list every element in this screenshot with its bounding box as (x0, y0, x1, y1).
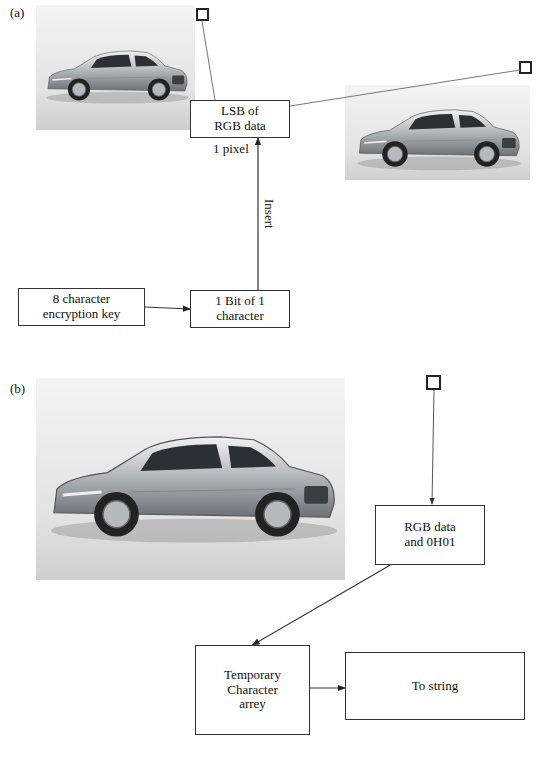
edge-label: Insert (261, 198, 276, 230)
box-text: RGB data and 0H01 (400, 520, 460, 550)
process-box: 8 character encryption key (18, 288, 145, 326)
leader-line (290, 70, 520, 106)
pixel-square (427, 376, 440, 389)
process-box: To string (345, 652, 525, 720)
leader-line (432, 390, 434, 504)
photo-ground (345, 85, 530, 180)
pixel-square (520, 62, 531, 73)
box-text: 1 Bit of 1 character (198, 294, 282, 324)
box-text: LSB of RGB data (210, 104, 270, 134)
panel-label: (b) (10, 382, 25, 397)
process-box: Temporary Character arrey (195, 645, 310, 735)
pixel-label: 1 pixel (213, 142, 249, 157)
process-box: 1 Bit of 1 character (190, 290, 290, 328)
process-box: LSB of RGB data (190, 100, 290, 138)
box-text: Temporary Character arrey (217, 668, 289, 713)
car-figure (46, 51, 188, 104)
photo-ground (36, 378, 345, 580)
pixel-square (197, 9, 208, 20)
arrow-connector (310, 687, 345, 688)
process-box: RGB data and 0H01 (375, 505, 485, 565)
car-figure (358, 110, 521, 170)
car-photo (36, 378, 345, 580)
car-photo (345, 85, 530, 180)
car-photo (36, 5, 195, 130)
box-text: To string (412, 679, 458, 694)
arrow-connector (145, 307, 190, 309)
arrow-connector (253, 565, 391, 645)
leader-line (202, 21, 215, 100)
box-text: 8 character encryption key (37, 292, 127, 322)
car-figure (51, 437, 337, 543)
photo-ground (36, 5, 195, 130)
arrow-connector (257, 138, 258, 290)
panel-label: (a) (10, 6, 24, 21)
